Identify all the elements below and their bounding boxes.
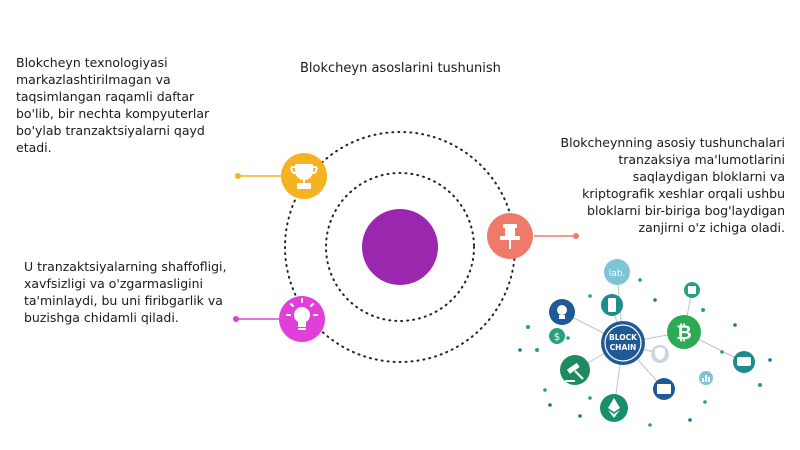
- bulb-node: [279, 296, 325, 342]
- bitcoin-icon: ₿: [667, 315, 701, 349]
- svg-text:BLOCK: BLOCK: [609, 333, 638, 342]
- text-block-definition: Blokcheyn texnologiyasi markazlashtirilm…: [16, 55, 210, 155]
- blockchain-illustration: BLOCK CHAIN lab. ₿: [518, 259, 772, 427]
- document-icon: [684, 282, 700, 298]
- small-bulb-icon: [549, 299, 575, 325]
- chart-icon: [699, 371, 713, 385]
- chat-icon: [733, 351, 755, 373]
- svg-text:₿: ₿: [676, 322, 691, 344]
- screen-icon: [653, 378, 675, 400]
- connector-dot-pin: [573, 233, 579, 239]
- gavel-icon: [560, 355, 590, 385]
- pushpin-icon: [500, 224, 520, 249]
- inner-orbit: [325, 172, 475, 322]
- center-circle: [362, 209, 438, 285]
- trophy-node: [281, 153, 327, 199]
- text-block-concepts: Blokcheynning asosiy tushunchalari tranz…: [560, 135, 785, 235]
- trophy-icon: [290, 164, 318, 189]
- text-block-benefits: U tranzaktsiyalarning shaffofligi, xavfs…: [24, 259, 227, 325]
- svg-text:CHAIN: CHAIN: [610, 343, 637, 352]
- lightbulb-icon: [286, 298, 318, 330]
- connector-dot-trophy: [235, 173, 241, 179]
- svg-text:$: $: [554, 332, 560, 343]
- phone-icon: [601, 294, 623, 316]
- block-chain-badge: BLOCK CHAIN: [601, 321, 645, 365]
- connector-dot-bulb: [233, 316, 239, 322]
- ethereum-icon: [600, 394, 628, 422]
- dollar-icon: $: [549, 328, 565, 344]
- shield-icon: [651, 345, 669, 363]
- page-title: Blokcheyn asoslarini tushunish: [300, 61, 501, 76]
- svg-text:lab.: lab.: [609, 269, 626, 279]
- lab-badge: lab.: [604, 259, 630, 285]
- pin-node: [487, 213, 533, 259]
